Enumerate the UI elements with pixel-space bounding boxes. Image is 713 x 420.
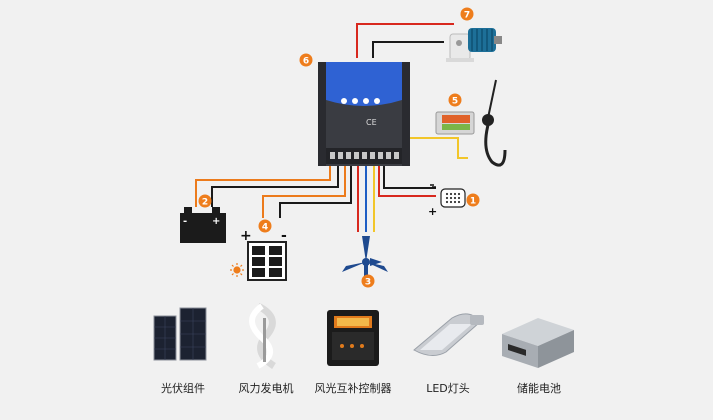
led-light-image [413, 313, 484, 356]
wire-solar-orange [262, 164, 346, 218]
svg-text:4: 4 [262, 222, 268, 232]
solar-wind-controller: CE [318, 62, 410, 166]
svg-text:5: 5 [452, 96, 458, 106]
caption-storage-battery: 储能电池 [517, 382, 561, 395]
controller-blue-panel [326, 62, 402, 106]
badge-solar: 4 [258, 219, 272, 233]
badge-load-lamp: 1 [466, 193, 480, 207]
caption-wind-generator: 风力发电机 [238, 382, 294, 395]
svg-text:2: 2 [202, 197, 208, 207]
wind-turbine [342, 236, 388, 276]
sun-icon [230, 263, 244, 277]
wires [195, 23, 468, 232]
wire-lamp-red [378, 164, 436, 197]
caption-pv-module: 光伏组件 [161, 382, 205, 395]
solar-minus-sign: - [281, 228, 287, 244]
controller-button [352, 98, 358, 104]
wire-motor-red [356, 23, 454, 58]
battery-minus-sign: - [183, 216, 187, 227]
solar-panel: + - [230, 228, 287, 281]
controller-image [327, 310, 379, 366]
svg-text:1: 1 [470, 196, 476, 206]
wire-module-yellow [392, 137, 468, 159]
led-lamp-load: + [428, 184, 466, 218]
wire-lamp-black [383, 164, 436, 189]
svg-text:6: 6 [303, 56, 309, 66]
controller-button [374, 98, 380, 104]
badge-battery: 2 [198, 194, 212, 208]
wire-battery-orange [195, 164, 331, 207]
solar-plus-sign: + [240, 228, 252, 244]
badge-motor: 7 [460, 7, 474, 21]
battery: - + [180, 207, 226, 243]
pv-module-image [153, 307, 207, 361]
svg-text:3: 3 [365, 277, 371, 287]
controller-button [363, 98, 369, 104]
lamp-plus-sign: + [428, 205, 437, 218]
ce-mark: CE [366, 118, 377, 127]
wind-generator-image [249, 302, 276, 369]
communication-module [435, 79, 507, 167]
badge-module: 5 [448, 93, 462, 107]
wire-solar-black [279, 164, 352, 218]
badge-turbine: 3 [361, 274, 375, 288]
dc-motor-load [446, 28, 502, 62]
svg-text:7: 7 [464, 10, 470, 20]
caption-controller: 风光互补控制器 [314, 382, 392, 395]
caption-led-light: LED灯头 [426, 382, 470, 395]
wire-battery-black [211, 164, 339, 207]
wire-motor-black [372, 41, 444, 58]
badge-controller: 6 [299, 53, 313, 67]
storage-battery-image [502, 318, 574, 368]
controller-button [341, 98, 347, 104]
battery-plus-sign: + [212, 216, 220, 227]
